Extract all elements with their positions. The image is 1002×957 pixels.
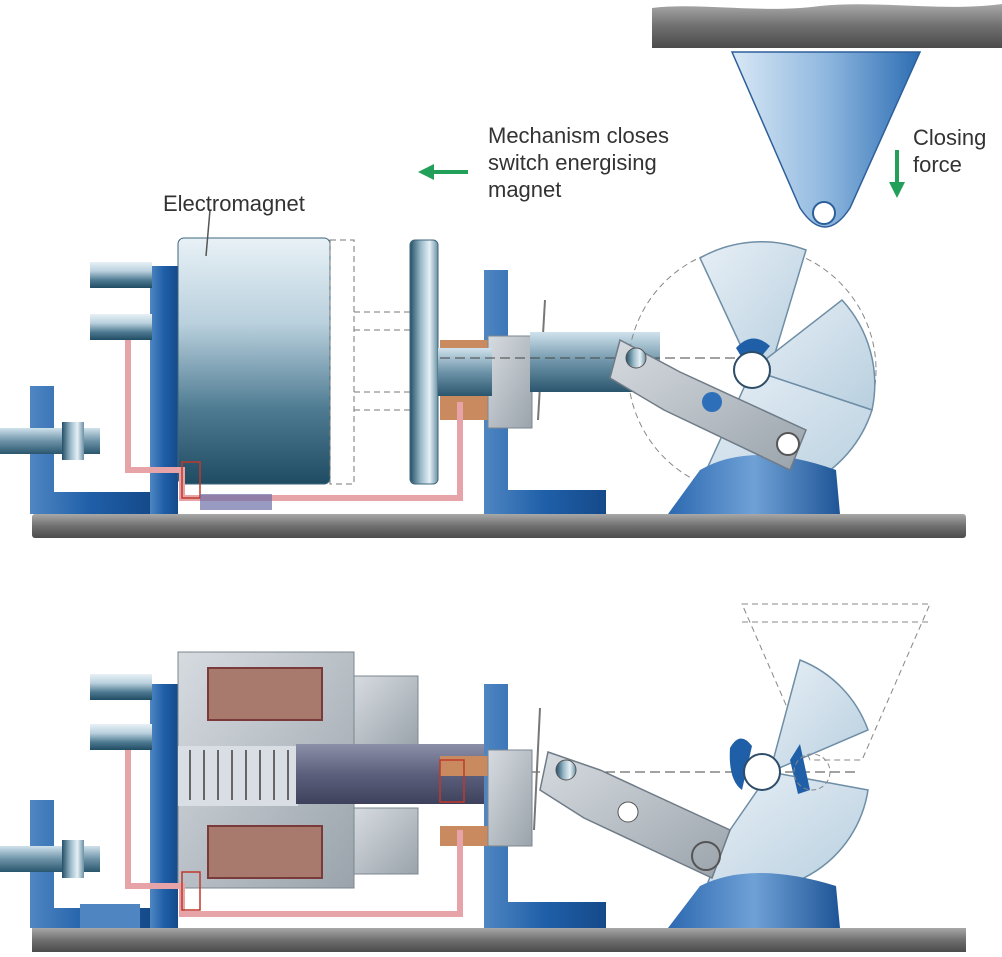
coil-upper bbox=[207, 667, 323, 721]
hammer-ghost bbox=[741, 603, 931, 761]
label-closing-force-line2: force bbox=[913, 152, 962, 177]
sector-wheel bbox=[699, 240, 807, 371]
electromagnet-body bbox=[177, 237, 331, 485]
return-spring bbox=[189, 750, 289, 800]
top-assembly bbox=[0, 4, 1002, 538]
arrow-left-icon bbox=[418, 164, 468, 180]
armature-disc bbox=[409, 239, 439, 485]
label-closing-force: Closing force bbox=[913, 124, 986, 178]
sector-pivot bbox=[733, 351, 771, 389]
bottom-magnet-frame bbox=[150, 684, 178, 928]
label-mechanism-line1: Mechanism closes bbox=[488, 123, 669, 148]
left-nut bbox=[62, 422, 84, 460]
hammer-pivot bbox=[812, 201, 836, 225]
magnet-frame bbox=[150, 266, 178, 514]
bottom-right-bracket bbox=[484, 684, 606, 928]
label-closing-force-line1: Closing bbox=[913, 125, 987, 150]
bottom-left-bolt bbox=[0, 846, 100, 872]
arm-pivot bbox=[702, 392, 722, 412]
label-mechanism-line3: magnet bbox=[488, 177, 562, 202]
top-base-plate bbox=[32, 514, 966, 538]
left-bolt bbox=[0, 428, 100, 454]
bottom-assembly bbox=[0, 603, 966, 952]
bottom-pedestal bbox=[668, 873, 840, 928]
label-electromagnet: Electromagnet bbox=[163, 191, 305, 216]
label-mechanism-line2: switch energising bbox=[488, 150, 657, 175]
coil-lower bbox=[207, 825, 323, 879]
terminal-upper bbox=[90, 262, 152, 288]
top-pedestal bbox=[668, 455, 840, 514]
closing-hammer bbox=[730, 51, 922, 228]
right-bracket bbox=[484, 270, 606, 514]
magnet-dash bbox=[329, 239, 355, 485]
arrow-down-icon bbox=[889, 150, 905, 198]
label-mechanism: Mechanism closes switch energising magne… bbox=[488, 122, 669, 203]
bottom-base-plate bbox=[32, 928, 966, 952]
magnet-leader bbox=[205, 209, 211, 257]
closing-plate bbox=[652, 4, 1002, 48]
bottom-sector bbox=[768, 658, 869, 774]
terminal-lower bbox=[90, 314, 152, 340]
